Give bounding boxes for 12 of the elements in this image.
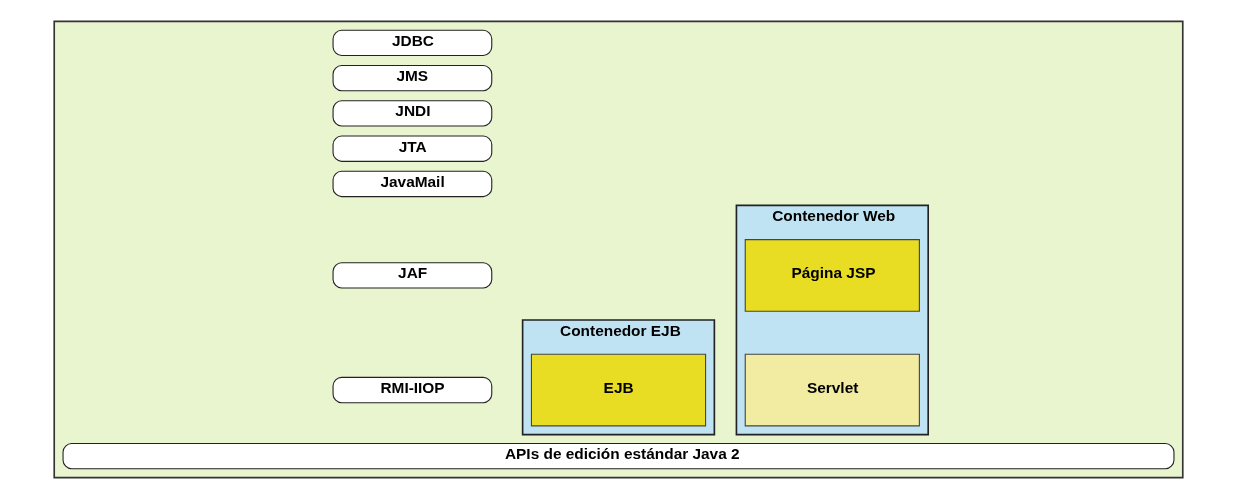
node-box: JAF [332,262,492,289]
cluster [52,20,1184,479]
node-box: APIs de edición estándar Java 2 [62,442,1174,470]
node-box: JavaMail [332,170,492,198]
node-box: Página JSP [744,239,920,312]
node-box: Servlet [744,353,920,427]
node-box: RMI-IIOP [332,376,492,404]
node-box: JDBC [332,29,492,57]
node-box: JTA [332,135,492,162]
node-box: EJB [530,353,706,427]
node-box: JMS [332,64,492,92]
node-box: JNDI [332,100,492,127]
